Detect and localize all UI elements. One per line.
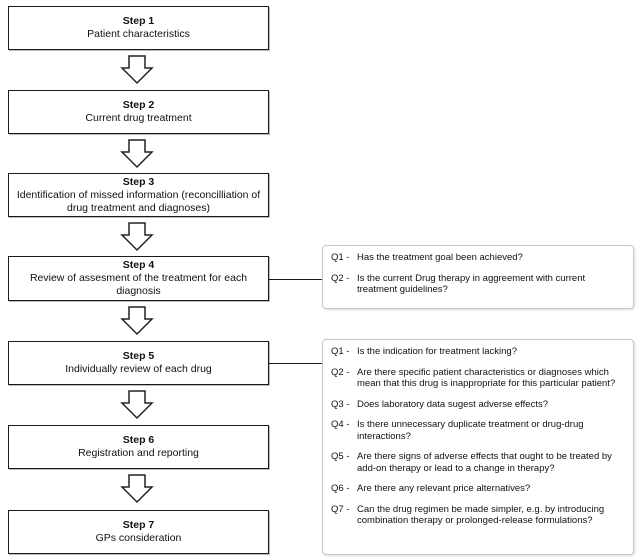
question-text: Is the current Drug therapy in aggreemen… (357, 272, 586, 296)
question-item: Q3 - Does laboratory data sugest adverse… (331, 399, 625, 411)
step-description: Review of assesment of the treatment for… (29, 272, 248, 297)
question-item: Q5 - Are there signs of adverse effects … (331, 451, 625, 474)
step-title: Step 5 (122, 350, 155, 362)
step-title: Step 7 (122, 519, 155, 531)
connector-line-step4 (269, 279, 322, 280)
step-box-5: Step 5 Individually review of each drug (8, 341, 269, 385)
step-description: Registration and reporting (78, 447, 199, 459)
question-number: Q1 - (331, 252, 350, 263)
question-item: Q6 - Are there any relevant price altern… (331, 483, 625, 495)
step-box-1: Step 1 Patient characteristics (8, 6, 269, 50)
question-text: Are there any relevant price alternative… (357, 483, 531, 494)
question-item: Q7 - Can the drug regimen be made simple… (331, 504, 625, 527)
step-description: Identification of missed information (re… (16, 188, 261, 214)
down-arrow-icon (120, 306, 154, 336)
step-title: Step 3 (122, 175, 155, 188)
step-title: Step 1 (122, 15, 155, 27)
question-number: Q4 - (331, 419, 350, 430)
question-text: Can the drug regimen be made simpler, e.… (357, 503, 605, 527)
down-arrow-icon (120, 390, 154, 420)
question-number: Q1 - (331, 346, 350, 357)
step-description: Current drug treatment (85, 112, 192, 124)
question-number: Q2 - (331, 366, 350, 378)
step-title: Step 4 (122, 259, 155, 271)
step-title: Step 2 (122, 99, 155, 111)
down-arrow-icon (120, 55, 154, 85)
step-description: GPs consideration (95, 532, 182, 544)
question-item: Q1 - Has the treatment goal been achieve… (331, 252, 625, 264)
question-text: Has the treatment goal been achieved? (357, 252, 523, 263)
step-description: Individually review of each drug (65, 363, 212, 375)
step4-questions-box: Q1 - Has the treatment goal been achieve… (322, 245, 634, 309)
step-description: Patient characteristics (87, 28, 190, 40)
question-text: Does laboratory data sugest adverse effe… (357, 398, 548, 410)
question-number: Q6 - (331, 483, 350, 494)
step5-questions-box: Q1 - Is the indication for treatment lac… (322, 339, 634, 555)
step-box-7: Step 7 GPs consideration (8, 510, 269, 554)
down-arrow-icon (120, 474, 154, 504)
question-text: Are there specific patient characteristi… (357, 366, 616, 390)
question-number: Q7 - (331, 503, 350, 515)
question-text: Are there signs of adverse effects that … (357, 451, 612, 474)
question-item: Q1 - Is the indication for treatment lac… (331, 346, 625, 358)
question-number: Q3 - (331, 398, 350, 410)
connector-line-step5 (269, 363, 322, 364)
down-arrow-icon (120, 139, 154, 169)
question-number: Q5 - (331, 451, 350, 462)
question-text: Is there unnecessary duplicate treatment… (357, 419, 584, 442)
question-item: Q2 - Is the current Drug therapy in aggr… (331, 273, 625, 296)
step-box-4: Step 4 Review of assesment of the treatm… (8, 256, 269, 301)
step-title: Step 6 (122, 434, 155, 446)
question-text: Is the indication for treatment lacking? (357, 346, 518, 357)
step-box-2: Step 2 Current drug treatment (8, 90, 269, 134)
step-box-3: Step 3 Identification of missed informat… (8, 173, 269, 217)
question-item: Q2 - Are there specific patient characte… (331, 367, 625, 390)
question-item: Q4 - Is there unnecessary duplicate trea… (331, 419, 625, 442)
question-number: Q2 - (331, 272, 350, 284)
down-arrow-icon (120, 222, 154, 252)
step-box-6: Step 6 Registration and reporting (8, 425, 269, 469)
